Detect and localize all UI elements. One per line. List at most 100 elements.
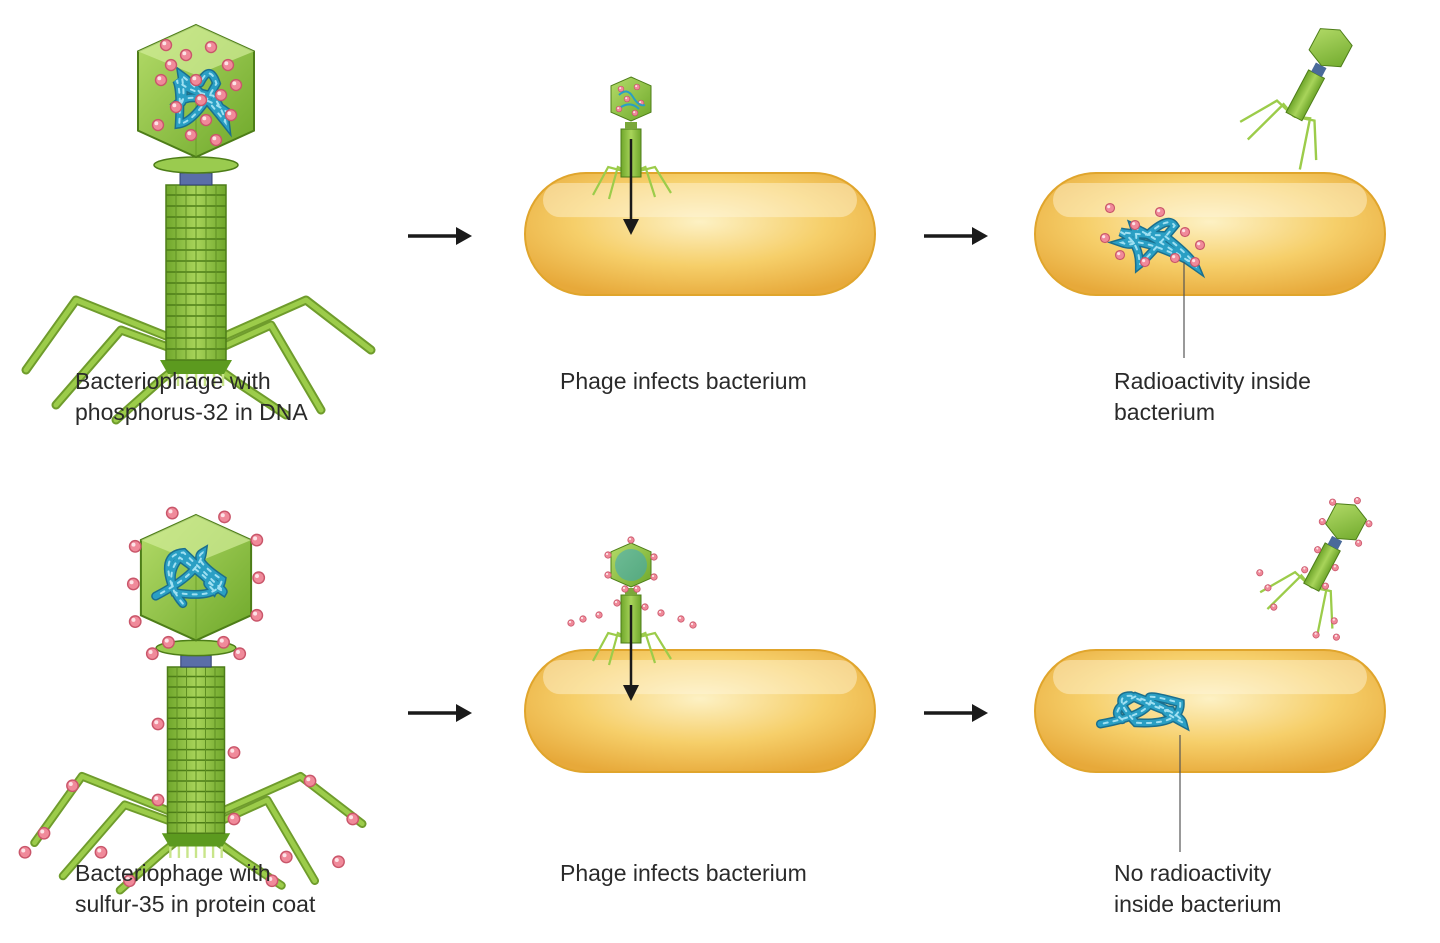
- phage-head: [610, 76, 652, 122]
- bacterium-body: [524, 172, 876, 296]
- radioactive-label-dot: [164, 58, 178, 72]
- phage-head-empty: [1308, 28, 1353, 68]
- phage-dna: [618, 90, 646, 110]
- radioactive-label-dot: [1270, 603, 1278, 611]
- row1-result-caption-line1: Radioactivity inside: [1114, 368, 1311, 394]
- radioactive-label-dot: [154, 73, 168, 87]
- phage-head-empty: [1325, 503, 1368, 541]
- radioactive-label-dot: [217, 635, 230, 649]
- row2-arrow-2: [924, 704, 988, 722]
- phage-collar: [1327, 535, 1343, 550]
- radioactive-label-dot: [1129, 219, 1141, 231]
- arrow-head: [456, 227, 472, 245]
- radioactive-label-dot: [567, 619, 575, 627]
- phage-tail-sheath: [166, 666, 226, 834]
- radioactive-label-dot: [1179, 226, 1191, 238]
- radioactive-label-dot: [218, 510, 231, 524]
- phage-head: [139, 513, 253, 642]
- phage-tail-sheath: [1303, 542, 1341, 592]
- radioactive-label-dot: [159, 38, 173, 52]
- radioactive-label-dot: [126, 577, 140, 591]
- arrow-head: [456, 704, 472, 722]
- radioactive-label-dot: [604, 571, 612, 579]
- radioactive-label-dot: [1314, 546, 1322, 554]
- radioactive-label-dot: [1154, 206, 1166, 218]
- phage-collar: [1311, 62, 1327, 77]
- radioactive-label-dot: [250, 608, 264, 622]
- radioactive-label-dot: [677, 615, 685, 623]
- radioactive-label-dot: [1256, 569, 1264, 577]
- row2-internal-dna: [1095, 691, 1190, 732]
- injection-arrow: [623, 605, 639, 701]
- bacterium-body: [1034, 172, 1386, 296]
- radioactive-label-dot: [579, 615, 587, 623]
- phage-tail-sheath: [165, 184, 227, 361]
- row1-result-caption-line2: bacterium: [1114, 399, 1215, 425]
- row2-infect-caption-line1: Phage infects bacterium: [560, 860, 807, 886]
- radioactive-label-dot: [633, 83, 641, 91]
- row2-phage-caption-line2: sulfur-35 in protein coat: [75, 891, 316, 917]
- row1-bacterium-infected: [524, 172, 876, 296]
- phage-collar: [179, 172, 213, 186]
- bacterium-body: [1034, 649, 1386, 773]
- radioactive-label-dot: [250, 533, 264, 547]
- radioactive-label-dot: [1189, 256, 1201, 268]
- coat-radioactive-labels: [567, 536, 697, 629]
- radioactive-label-dot: [1329, 498, 1337, 506]
- radioactive-label-dot: [623, 95, 631, 103]
- row2-arrow-1: [408, 704, 472, 722]
- radioactive-label-dot: [1264, 584, 1272, 592]
- radioactive-label-dot: [1321, 582, 1329, 590]
- radioactive-label-dot: [199, 113, 213, 127]
- bacterium-body: [524, 649, 876, 773]
- arrow-head: [972, 704, 988, 722]
- row1-phage-caption: Bacteriophage with phosphorus-32 in DNA: [75, 366, 308, 428]
- row1-infect-caption: Phage infects bacterium: [560, 366, 807, 397]
- radioactive-label-dot: [595, 611, 603, 619]
- radioactive-label-dot: [1194, 239, 1206, 251]
- radioactive-label-dot: [204, 40, 218, 54]
- tail-fiber: [1239, 99, 1295, 123]
- phage-base-plate: [161, 833, 231, 847]
- radioactive-label-dot: [252, 571, 266, 585]
- phage-collar: [180, 655, 212, 668]
- row1-result-caption: Radioactivity inside bacterium: [1114, 366, 1311, 428]
- radioactive-label-dot: [221, 58, 235, 72]
- radioactive-label-dot: [128, 539, 142, 553]
- radioactive-label-dot: [613, 599, 621, 607]
- radioactive-label-dot: [37, 826, 51, 840]
- radioactive-label-dot: [169, 100, 183, 114]
- radioactive-label-dot: [151, 717, 165, 731]
- row2-result-caption: No radioactivity inside bacterium: [1114, 858, 1281, 920]
- radioactive-label-dot: [165, 506, 179, 520]
- radioactive-label-dot: [209, 133, 223, 147]
- radioactive-label-dot: [1318, 518, 1326, 526]
- radioactive-label-dot: [233, 647, 247, 661]
- radioactive-label-dot: [229, 78, 243, 92]
- radioactive-label-dot: [128, 615, 142, 629]
- radioactive-label-dot: [145, 647, 159, 661]
- row1-infect-caption-line1: Phage infects bacterium: [560, 368, 807, 394]
- phage-neck: [153, 156, 239, 174]
- radioactive-label-dot: [617, 85, 625, 93]
- radioactive-label-dot: [194, 93, 208, 107]
- radioactive-label-dot: [151, 118, 165, 132]
- row2-labeled-phage: [18, 506, 367, 895]
- radioactive-label-dot: [1114, 249, 1126, 261]
- row1-phage-caption-line1: Bacteriophage with: [75, 368, 271, 394]
- radioactive-label-dot: [1139, 256, 1151, 268]
- radioactive-label-dot: [621, 585, 629, 593]
- dna-radioactive-labels: [151, 38, 243, 147]
- radioactive-label-dot: [184, 128, 198, 142]
- radioactive-label-dot: [66, 779, 79, 793]
- radioactive-label-dot: [162, 635, 175, 649]
- radioactive-label-dot: [657, 609, 665, 617]
- radioactive-label-dot: [227, 812, 241, 826]
- radioactive-label-dot: [1331, 564, 1339, 572]
- row2-phage-caption-line1: Bacteriophage with: [75, 860, 271, 886]
- radioactive-label-dot: [94, 845, 108, 859]
- row1-labeled-phage: [21, 23, 376, 425]
- coat-radioactive-labels: [1256, 497, 1373, 641]
- row2-phage-caption: Bacteriophage with sulfur-35 in protein …: [75, 858, 315, 920]
